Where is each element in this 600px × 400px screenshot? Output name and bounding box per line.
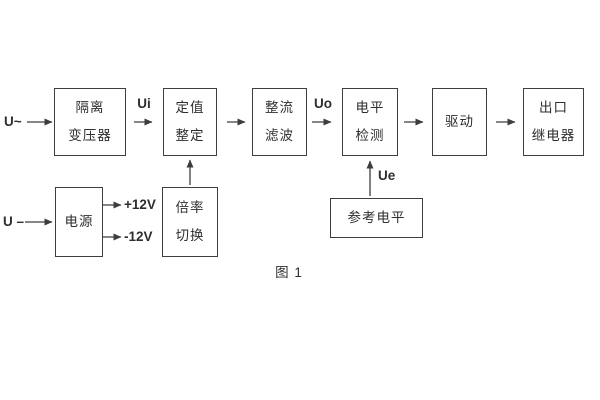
block-output-relay: 出口 继电器 [523,88,584,156]
block-label: 继电器 [531,128,576,143]
block-label: 滤波 [265,128,294,143]
signal-label-ui: Ui [137,96,151,111]
block-multiplier-switch: 倍率 切换 [162,187,218,257]
block-label: 参考电平 [347,210,406,225]
block-level-detection: 电平 检测 [342,88,398,156]
block-isolation-transformer: 隔离 变压器 [54,88,126,156]
block-label: 电源 [64,214,94,229]
figure-caption: 图 1 [275,265,303,280]
block-label: 整定 [175,128,205,143]
block-label: 倍率 [175,200,205,215]
block-label: 整流 [265,100,294,115]
block-rectifier-filter: 整流 滤波 [252,88,307,156]
signal-label-plus12v: +12V [124,197,156,212]
block-label: 隔离 [75,100,105,115]
signal-label-ue: Ue [378,168,396,183]
block-value-setting: 定值 整定 [163,88,217,156]
block-label: 切换 [175,228,205,243]
block-power-supply: 电源 [55,187,103,257]
signal-label-minus12v: -12V [124,229,153,244]
block-drive: 驱动 [432,88,487,156]
signal-label-input-dc: U – [3,214,25,229]
block-reference-level: 参考电平 [330,198,423,238]
block-label: 电平 [355,100,385,115]
block-label: 检测 [355,128,385,143]
block-label: 出口 [539,100,568,115]
signal-label-input-ac: U~ [4,114,22,129]
block-label: 定值 [175,100,205,115]
block-label: 变压器 [68,128,112,143]
block-label: 驱动 [445,114,474,129]
signal-label-uo: Uo [314,96,332,111]
